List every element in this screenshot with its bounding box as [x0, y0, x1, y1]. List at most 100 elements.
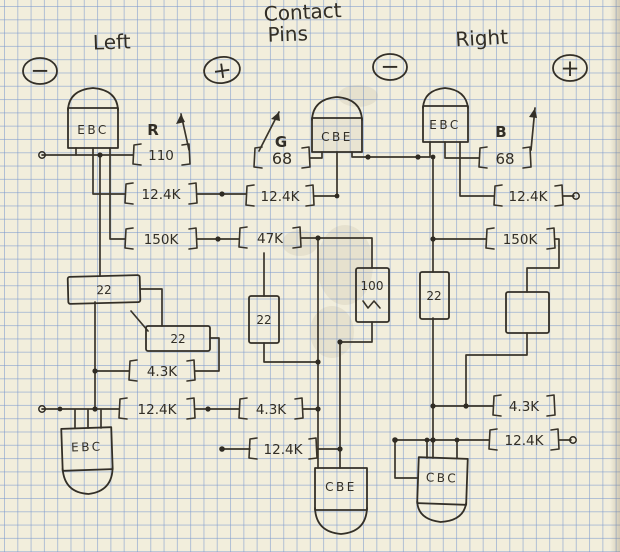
- bracket-left: [238, 397, 248, 420]
- bracket-right: [308, 437, 318, 460]
- wire: [263, 342, 319, 363]
- bracket-left: [478, 146, 488, 169]
- smudge: [317, 225, 373, 305]
- resistor-box: [248, 295, 280, 344]
- pointer-arrows: [176, 107, 537, 152]
- bracket-right: [554, 184, 564, 207]
- resistor-left-4.3k: 4.3K: [128, 359, 196, 382]
- junction-dot: [315, 359, 321, 365]
- paper-smudges: [282, 85, 378, 358]
- resistor-value: 12.4K: [505, 433, 545, 449]
- transistor-body: [416, 456, 469, 506]
- bracket-left: [488, 428, 498, 451]
- channel-label-g: G: [275, 133, 287, 151]
- bracket-right: [294, 397, 304, 420]
- transistor-body: [60, 426, 114, 472]
- resistor-left-12.4k-upper: 12.4K: [124, 182, 198, 205]
- junction-dot: [334, 193, 340, 199]
- wire: [351, 141, 431, 158]
- resistor-value: 47K: [257, 231, 284, 247]
- resistor-left-110: 110: [132, 143, 191, 166]
- terminal-symbol: +: [211, 57, 234, 85]
- wire: [194, 337, 220, 372]
- transistor-bottom-center: CBE: [314, 467, 368, 535]
- wire: [309, 151, 323, 159]
- junction-dot: [315, 235, 321, 241]
- wire: [339, 321, 373, 343]
- terminal-circle: [372, 53, 408, 81]
- bracket-left: [118, 397, 128, 420]
- resistor-value: 12.4K: [138, 402, 178, 418]
- resistor-right-12.4k-lower: 12.4K: [488, 428, 560, 451]
- terminal-dot: [572, 192, 580, 200]
- arrow-green-icon: [271, 112, 280, 121]
- junction-dot: [215, 236, 221, 242]
- resistor-value: 68: [272, 149, 292, 168]
- junction-dot: [92, 368, 98, 374]
- junction-dot: [315, 406, 321, 412]
- terminal-dot: [38, 405, 46, 413]
- terminal-symbol: +: [560, 56, 579, 82]
- wire: [526, 238, 560, 293]
- junction-dot: [365, 154, 371, 160]
- resistor-box-right-22: 22: [419, 271, 450, 320]
- resistor-value: 22: [256, 313, 271, 327]
- bracket-right: [292, 226, 302, 249]
- title-left: Left: [93, 29, 132, 54]
- resistor-center-47k: 47K: [238, 226, 302, 249]
- bracket-right: [546, 394, 556, 417]
- transistor-body: [422, 105, 469, 143]
- bracket-right: [186, 359, 196, 382]
- terminal-symbol: −: [30, 58, 49, 84]
- transistor-label: CBE: [325, 480, 357, 494]
- bracket-right: [301, 146, 311, 169]
- terminal-circle: [203, 55, 241, 85]
- resistor-left-12.4k-lower: 12.4K: [118, 397, 196, 420]
- bracket-left: [132, 143, 142, 166]
- resistor-box: [66, 274, 142, 305]
- channel-label-b: B: [495, 123, 506, 141]
- resistor-right-150k: 150K: [485, 227, 556, 250]
- resistor-squiggle: [362, 300, 381, 309]
- transistor-label: CBC: [426, 470, 459, 485]
- wire: [394, 439, 419, 479]
- junction-dot: [219, 191, 225, 197]
- wire: [300, 237, 373, 269]
- arrow-red-icon: [176, 114, 185, 124]
- resistor-box: [419, 271, 450, 320]
- terminal-symbol: −: [380, 54, 399, 80]
- transistor-dome: [416, 500, 468, 523]
- resistor-value: 12.4K: [509, 189, 549, 205]
- smudge: [310, 306, 354, 358]
- terminal-dot: [569, 436, 577, 444]
- transistor-label: CBE: [321, 130, 353, 144]
- junction-dot: [415, 154, 421, 160]
- resistor-right-12.4k-upper: 12.4K: [493, 184, 564, 207]
- bracket-left: [485, 227, 495, 250]
- transistor-top-right: EBC: [422, 87, 469, 143]
- bracket-right: [186, 397, 196, 420]
- junction-dot: [430, 403, 436, 409]
- bracket-right: [550, 428, 560, 451]
- junction-dot: [454, 437, 460, 443]
- junction-dot: [205, 406, 211, 412]
- transistor-dome: [67, 87, 119, 111]
- transistor-dome: [311, 96, 363, 121]
- transistor-dome: [61, 466, 114, 495]
- resistor-box-center-100: 100: [355, 267, 390, 323]
- junction-dot: [337, 339, 343, 345]
- transistor-dome: [422, 87, 469, 109]
- bracket-right: [188, 227, 198, 250]
- resistor-box: [505, 291, 550, 334]
- wire: [444, 141, 480, 159]
- bracket-right: [546, 227, 556, 250]
- bracket-left: [124, 182, 134, 205]
- bracket-left: [238, 226, 248, 249]
- resistor-value: 22: [426, 289, 441, 303]
- junction-dot: [430, 154, 436, 160]
- resistor-value: 68: [495, 150, 514, 168]
- resistor-center-12.4k-upper: 12.4K: [245, 184, 315, 207]
- transistor-label: EBC: [77, 123, 108, 137]
